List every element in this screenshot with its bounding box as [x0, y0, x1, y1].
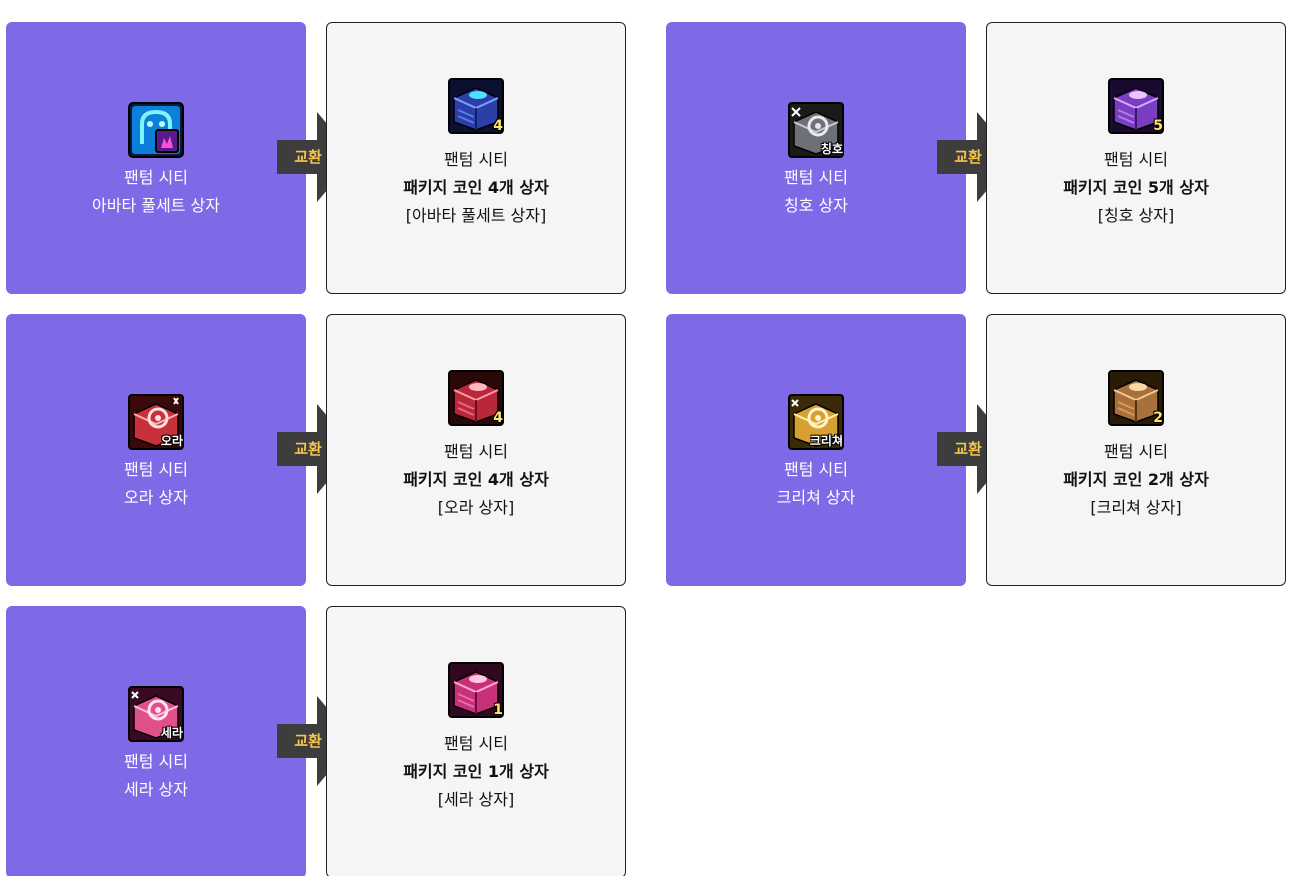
count-badge: 2 — [1153, 410, 1163, 426]
target-line3: [오라 상자] — [437, 498, 515, 517]
exchange-pair-sera: 세라 팬텀 시티 세라 상자 교환 1 — [6, 606, 626, 876]
source-line1: 팬텀 시티 — [124, 752, 188, 771]
package-coin-box-blue-icon: 4 — [448, 78, 504, 134]
target-line3: [크리쳐 상자] — [1090, 498, 1182, 517]
count-badge: 1 — [493, 702, 503, 718]
exchange-label: 교환 — [954, 148, 982, 166]
avatar-fullset-box-icon — [128, 102, 184, 158]
source-line2: 칭호 상자 — [784, 196, 848, 215]
target-line2: 패키지 코인 4개 상자 — [403, 470, 549, 489]
target-line2: 패키지 코인 1개 상자 — [403, 762, 549, 781]
package-coin-box-purple-icon: 5 — [1108, 78, 1164, 134]
target-line1: 팬텀 시티 — [444, 150, 508, 169]
exchange-pair-creature: 크리쳐 팬텀 시티 크리쳐 상자 교환 2 — [666, 314, 1286, 586]
count-badge: 5 — [1153, 118, 1163, 134]
source-line2: 세라 상자 — [124, 780, 188, 799]
package-coin-box-brown-icon: 2 — [1108, 370, 1164, 426]
target-card-package-coin-5: 5 팬텀 시티 패키지 코인 5개 상자 [칭호 상자] — [986, 22, 1286, 294]
icon-label-badge: 오라 — [160, 434, 183, 448]
source-line1: 팬텀 시티 — [124, 168, 188, 187]
target-card-package-coin-4: 4 팬텀 시티 패키지 코인 4개 상자 [오라 상자] — [326, 314, 626, 586]
source-line2: 오라 상자 — [124, 488, 188, 507]
exchange-label: 교환 — [294, 148, 322, 166]
sera-box-icon: 세라 — [128, 686, 184, 742]
title-box-icon: 칭호 — [788, 102, 844, 158]
target-line3: [칭호 상자] — [1097, 206, 1175, 225]
exchange-label: 교환 — [954, 440, 982, 458]
creature-box-icon: 크리쳐 — [788, 394, 844, 450]
exchange-label: 교환 — [294, 440, 322, 458]
target-line1: 팬텀 시티 — [444, 734, 508, 753]
source-line1: 팬텀 시티 — [784, 460, 848, 479]
source-card-avatar-fullset: 팬텀 시티 아바타 풀세트 상자 — [6, 22, 306, 294]
target-line3: [세라 상자] — [437, 790, 515, 809]
exchange-label: 교환 — [294, 732, 322, 750]
source-card-creature: 크리쳐 팬텀 시티 크리쳐 상자 — [666, 314, 966, 586]
source-line2: 크리쳐 상자 — [776, 488, 856, 507]
aura-box-icon: 오라 — [128, 394, 184, 450]
target-card-package-coin-1: 1 팬텀 시티 패키지 코인 1개 상자 [세라 상자] — [326, 606, 626, 876]
target-line2: 패키지 코인 4개 상자 — [403, 178, 549, 197]
exchange-pair-avatar-fullset: 팬텀 시티 아바타 풀세트 상자 교환 4 팬텀 시티 — [6, 22, 626, 294]
target-line2: 패키지 코인 2개 상자 — [1063, 470, 1209, 489]
icon-label-badge: 크리쳐 — [809, 434, 843, 448]
target-line1: 팬텀 시티 — [1104, 442, 1168, 461]
source-card-sera: 세라 팬텀 시티 세라 상자 — [6, 606, 306, 876]
source-line2: 아바타 풀세트 상자 — [92, 196, 220, 215]
source-line1: 팬텀 시티 — [784, 168, 848, 187]
source-card-title: 칭호 팬텀 시티 칭호 상자 — [666, 22, 966, 294]
source-card-aura: 오라 팬텀 시티 오라 상자 — [6, 314, 306, 586]
package-coin-box-red-icon: 4 — [448, 370, 504, 426]
icon-label-badge: 세라 — [160, 726, 183, 740]
target-line1: 팬텀 시티 — [1104, 150, 1168, 169]
count-badge: 4 — [493, 410, 503, 426]
target-line3: [아바타 풀세트 상자] — [405, 206, 547, 225]
target-card-package-coin-2: 2 팬텀 시티 패키지 코인 2개 상자 [크리쳐 상자] — [986, 314, 1286, 586]
target-line2: 패키지 코인 5개 상자 — [1063, 178, 1209, 197]
target-card-package-coin-4: 4 팬텀 시티 패키지 코인 4개 상자 [아바타 풀세트 상자] — [326, 22, 626, 294]
count-badge: 4 — [493, 118, 503, 134]
target-line1: 팬텀 시티 — [444, 442, 508, 461]
package-coin-box-pink-icon: 1 — [448, 662, 504, 718]
exchange-pair-title: 칭호 팬텀 시티 칭호 상자 교환 5 — [666, 22, 1286, 294]
exchange-pair-aura: 오라 팬텀 시티 오라 상자 교환 4 — [6, 314, 626, 586]
source-line1: 팬텀 시티 — [124, 460, 188, 479]
icon-label-badge: 칭호 — [820, 142, 843, 156]
